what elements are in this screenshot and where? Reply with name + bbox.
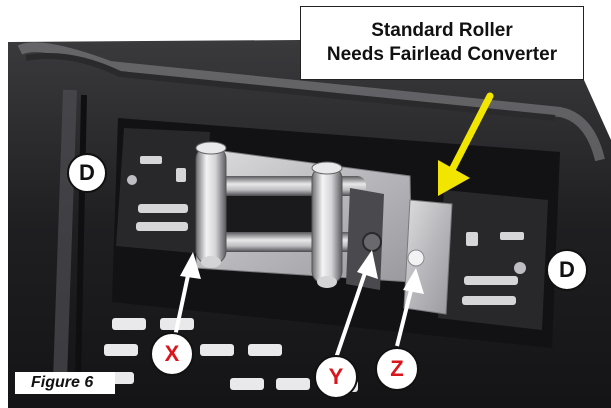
arrow-y-icon xyxy=(334,250,378,359)
yellow-arrow-icon xyxy=(438,92,494,196)
roller-fairlead xyxy=(195,141,384,290)
label-y: Y xyxy=(314,355,358,399)
callout-line-1: Standard Roller xyxy=(371,20,513,41)
leader-arrows xyxy=(171,250,424,359)
label-x: X xyxy=(150,332,194,376)
label-d-left: D xyxy=(67,153,107,193)
right-mount-bracket xyxy=(438,190,548,330)
callout-box: Standard Roller Needs Fairlead Converter xyxy=(300,6,584,80)
left-mount-bracket xyxy=(116,128,210,254)
label-d-right: D xyxy=(546,249,588,291)
figure-label: Figure 6 xyxy=(15,372,115,394)
label-z: Z xyxy=(375,347,419,391)
callout-line-2: Needs Fairlead Converter xyxy=(326,44,558,65)
arrow-z-icon xyxy=(395,268,424,347)
